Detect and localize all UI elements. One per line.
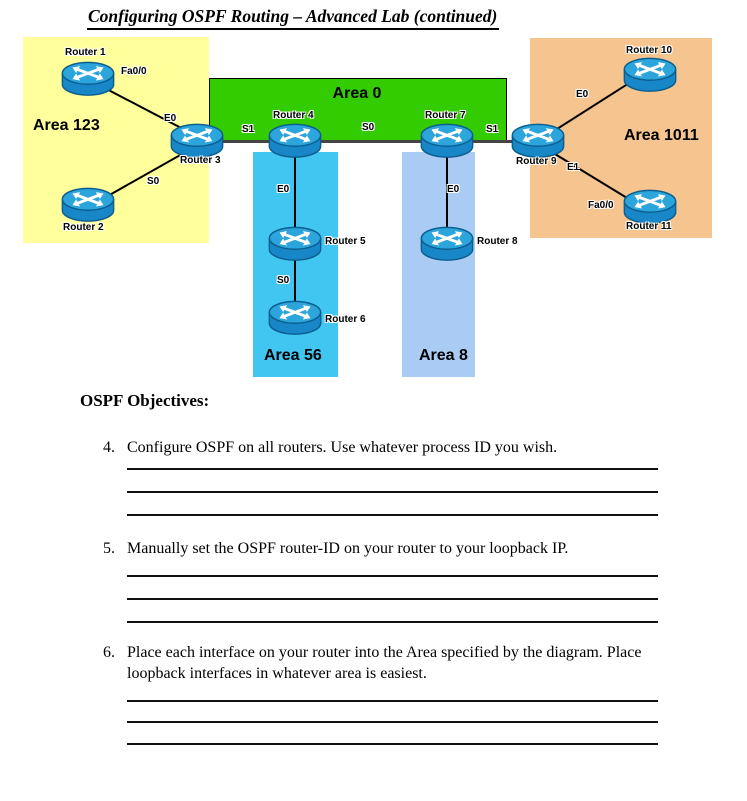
interface-label-s0-r2r3: S0 (147, 176, 160, 187)
objective-item-5: 5. Manually set the OSPF router-ID on yo… (103, 538, 568, 559)
answer-line (127, 575, 658, 577)
connection-line-backbone (185, 140, 543, 143)
objective-item-4: 4. Configure OSPF on all routers. Use wh… (103, 437, 557, 458)
objective-item-6: 6. Place each interface on your router i… (103, 642, 682, 684)
router-1-label: Router 1 (65, 47, 106, 58)
objective-item-text: Manually set the OSPF router-ID on your … (127, 540, 569, 557)
objective-item-number: 5. (103, 540, 115, 557)
objective-item-number: 6. (103, 644, 115, 661)
objective-item-text: Place each interface on your router into… (127, 644, 642, 682)
router-5-icon (268, 226, 322, 261)
interface-label-e0-r4r5: E0 (277, 184, 290, 195)
interface-label-s0-r4r7: S0 (362, 122, 375, 133)
interface-label-s0-r5r6: S0 (277, 275, 290, 286)
router-7-label: Router 7 (425, 110, 466, 121)
router-1-icon (61, 61, 115, 96)
connection-line-r7-r8 (446, 141, 448, 244)
area-0-label: Area 0 (332, 85, 382, 102)
connection-line-r4-r5 (294, 141, 296, 244)
area-8-region (402, 152, 475, 377)
router-6-icon (268, 300, 322, 335)
interface-label-e0-r7r8: E0 (447, 184, 460, 195)
router-9-label: Router 9 (516, 156, 557, 167)
router-8-icon (420, 226, 474, 261)
connection-line-r5-r6 (294, 244, 296, 318)
answer-line (127, 468, 658, 470)
router-7-icon (420, 123, 474, 158)
interface-label-fa00-r11: Fa0/0 (588, 200, 614, 211)
answer-line (127, 598, 658, 600)
router-10-label: Router 10 (626, 45, 673, 56)
answer-line (127, 491, 658, 493)
router-8-label: Router 8 (477, 236, 518, 247)
router-3-label: Router 3 (180, 155, 221, 166)
router-5-label: Router 5 (325, 236, 366, 247)
interface-label-e0-r9r10: E0 (576, 89, 589, 100)
area-123-label: Area 123 (33, 117, 100, 134)
router-2-icon (61, 187, 115, 222)
answer-line (127, 743, 658, 745)
interface-label-fa00-r1: Fa0/0 (121, 66, 147, 77)
router-10-icon (623, 57, 677, 92)
router-4-icon (268, 123, 322, 158)
area-8-label: Area 8 (419, 347, 468, 364)
area-56-label: Area 56 (264, 347, 322, 364)
router-2-label: Router 2 (63, 222, 104, 233)
page-title: Configuring OSPF Routing – Advanced Lab … (87, 6, 500, 30)
interface-label-s1-r3r4: S1 (242, 124, 255, 135)
router-4-label: Router 4 (273, 110, 314, 121)
objective-item-text: Configure OSPF on all routers. Use whate… (127, 439, 558, 456)
answer-line (127, 721, 658, 723)
answer-line (127, 700, 658, 702)
interface-label-e1-r9r11: E1 (567, 162, 580, 173)
router-6-label: Router 6 (325, 314, 366, 325)
area-1011-label: Area 1011 (624, 127, 699, 144)
objective-item-number: 4. (103, 439, 115, 456)
router-11-label: Router 11 (626, 221, 672, 232)
objectives-heading: OSPF Objectives: (80, 391, 210, 410)
interface-label-e0-r3: E0 (164, 113, 177, 124)
answer-line (127, 621, 658, 623)
router-9-icon (511, 123, 565, 158)
answer-line (127, 514, 658, 516)
interface-label-s1-r7r9: S1 (486, 124, 499, 135)
